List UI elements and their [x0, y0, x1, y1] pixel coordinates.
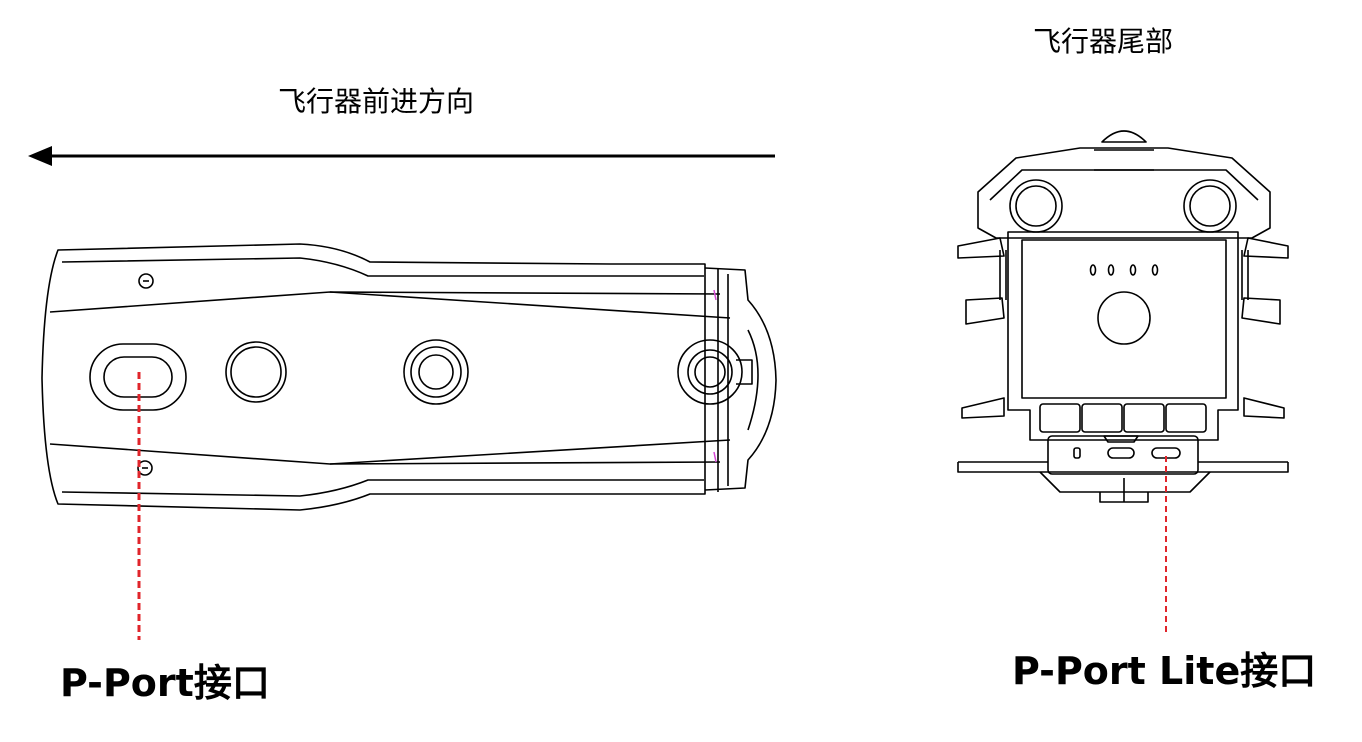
- pport-lite-label: P-Port Lite接口: [1012, 649, 1317, 693]
- forward-direction-label: 飞行器前进方向: [278, 85, 475, 118]
- aircraft-side-view: [41, 243, 777, 511]
- accent-marks: [713, 289, 717, 463]
- rear-view-title: 飞行器尾部: [1033, 25, 1174, 58]
- arrow-left-icon: [28, 146, 775, 166]
- aircraft-rear-view: [957, 130, 1289, 503]
- pport-label: P-Port接口: [60, 661, 270, 705]
